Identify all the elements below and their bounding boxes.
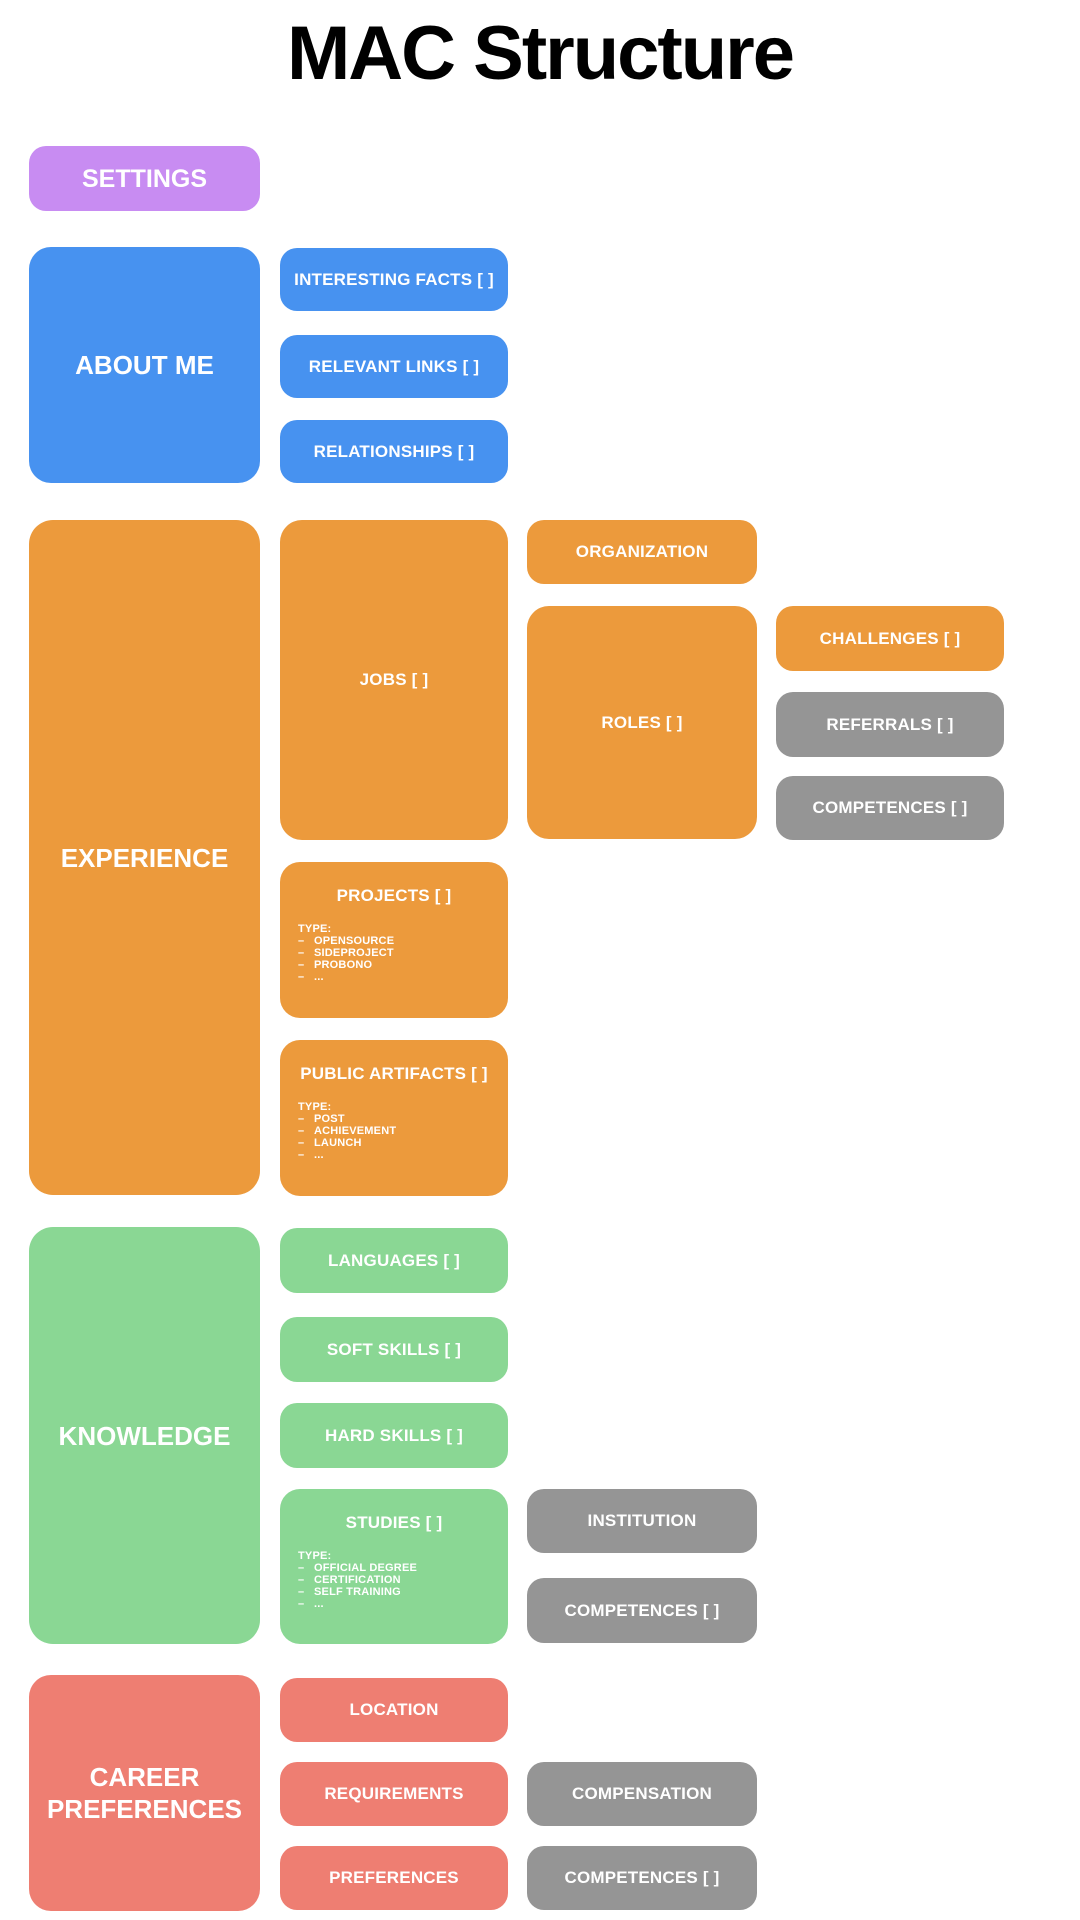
bullet: –: [298, 1598, 305, 1610]
requirements-node: REQUIREMENTS: [280, 1762, 508, 1826]
preferences-label: PREFERENCES: [329, 1868, 459, 1887]
preferences-node: PREFERENCES: [280, 1846, 508, 1910]
type-item: –LAUNCH: [298, 1137, 362, 1149]
knowledge-node: KNOWLEDGE: [29, 1227, 260, 1644]
requirements-label: REQUIREMENTS: [324, 1784, 464, 1803]
type-item: –CERTIFICATION: [298, 1574, 401, 1586]
soft-skills-node: SOFT SKILLS [ ]: [280, 1317, 508, 1382]
type-item: –...: [298, 1149, 324, 1161]
knowledge-competences-node: COMPETENCES [ ]: [527, 1578, 757, 1643]
roles-label: ROLES [ ]: [601, 712, 683, 732]
referrals-node: REFERRALS [ ]: [776, 692, 1004, 757]
challenges-node: CHALLENGES [ ]: [776, 606, 1004, 671]
bullet: –: [298, 935, 305, 947]
relationships-node: RELATIONSHIPS [ ]: [280, 420, 508, 483]
knowledge-label: KNOWLEDGE: [58, 1420, 231, 1451]
hard-skills-node: HARD SKILLS [ ]: [280, 1403, 508, 1468]
institution-label: INSTITUTION: [587, 1511, 697, 1530]
bullet: –: [298, 959, 305, 971]
career-preferences-label: CAREER PREFERENCES: [46, 1762, 243, 1824]
interesting-facts-node: INTERESTING FACTS [ ]: [280, 248, 508, 311]
type-item: –SELF TRAINING: [298, 1586, 401, 1598]
organization-node: ORGANIZATION: [527, 520, 757, 584]
bullet: –: [298, 1137, 305, 1149]
experience-competences-label: COMPETENCES [ ]: [812, 798, 968, 817]
type-item: –SIDEPROJECT: [298, 947, 394, 959]
studies-label: STUDIES [ ]: [345, 1513, 443, 1532]
type-heading: TYPE:: [298, 1101, 332, 1113]
career-competences-label: COMPETENCES [ ]: [564, 1868, 720, 1887]
bullet: –: [298, 971, 305, 983]
career-preferences-node: CAREER PREFERENCES: [29, 1675, 260, 1911]
bullet: –: [298, 1113, 305, 1125]
hard-skills-label: HARD SKILLS [ ]: [324, 1425, 464, 1445]
location-label: LOCATION: [349, 1700, 439, 1719]
languages-label: LANGUAGES [ ]: [328, 1250, 460, 1270]
studies-type-list: TYPE: –OFFICIAL DEGREE –CERTIFICATION –S…: [298, 1550, 490, 1610]
bullet: –: [298, 1574, 305, 1586]
languages-node: LANGUAGES [ ]: [280, 1228, 508, 1293]
compensation-node: COMPENSATION: [527, 1762, 757, 1826]
bullet: –: [298, 1586, 305, 1598]
type-item: –POST: [298, 1113, 345, 1125]
bullet: –: [298, 1125, 305, 1137]
bullet: –: [298, 1562, 305, 1574]
bullet: –: [298, 947, 305, 959]
type-item: –...: [298, 971, 324, 983]
projects-type-list: TYPE: –OPENSOURCE –SIDEPROJECT –PROBONO …: [298, 923, 490, 983]
public-artifacts-node: PUBLIC ARTIFACTS [ ] TYPE: –POST –ACHIEV…: [280, 1040, 508, 1196]
experience-label: EXPERIENCE: [60, 842, 229, 873]
jobs-node: JOBS [ ]: [280, 520, 508, 840]
roles-node: ROLES [ ]: [527, 606, 757, 839]
type-heading: TYPE:: [298, 923, 332, 935]
public-artifacts-type-list: TYPE: –POST –ACHIEVEMENT –LAUNCH –...: [298, 1101, 490, 1161]
challenges-label: CHALLENGES [ ]: [819, 628, 961, 648]
soft-skills-label: SOFT SKILLS [ ]: [326, 1339, 462, 1359]
compensation-label: COMPENSATION: [572, 1784, 712, 1803]
bullet: –: [298, 1149, 305, 1161]
projects-label: PROJECTS [ ]: [336, 886, 452, 905]
jobs-label: JOBS [ ]: [359, 670, 429, 689]
relevant-links-label: RELEVANT LINKS [ ]: [308, 356, 480, 376]
relationships-label: RELATIONSHIPS [ ]: [313, 441, 475, 461]
type-item: –OPENSOURCE: [298, 935, 395, 947]
relevant-links-node: RELEVANT LINKS [ ]: [280, 335, 508, 398]
organization-label: ORGANIZATION: [575, 542, 709, 561]
type-item: –OFFICIAL DEGREE: [298, 1562, 418, 1574]
type-item: –ACHIEVEMENT: [298, 1125, 397, 1137]
institution-node: INSTITUTION: [527, 1489, 757, 1553]
studies-node: STUDIES [ ] TYPE: –OFFICIAL DEGREE –CERT…: [280, 1489, 508, 1644]
referrals-label: REFERRALS [ ]: [826, 714, 954, 734]
about-me-node: ABOUT ME: [29, 247, 260, 483]
type-heading: TYPE:: [298, 1550, 332, 1562]
settings-label: SETTINGS: [81, 164, 207, 193]
experience-competences-node: COMPETENCES [ ]: [776, 776, 1004, 840]
projects-node: PROJECTS [ ] TYPE: –OPENSOURCE –SIDEPROJ…: [280, 862, 508, 1018]
knowledge-competences-label: COMPETENCES [ ]: [564, 1600, 720, 1620]
career-competences-node: COMPETENCES [ ]: [527, 1846, 757, 1910]
experience-node: EXPERIENCE: [29, 520, 260, 1195]
location-node: LOCATION: [280, 1678, 508, 1742]
settings-node: SETTINGS: [29, 146, 260, 211]
public-artifacts-label: PUBLIC ARTIFACTS [ ]: [300, 1064, 488, 1083]
page-title: MAC Structure: [286, 11, 795, 96]
type-item: –...: [298, 1598, 324, 1610]
type-item: –PROBONO: [298, 959, 373, 971]
about-me-label: ABOUT ME: [75, 350, 214, 380]
interesting-facts-label: INTERESTING FACTS [ ]: [294, 269, 494, 289]
